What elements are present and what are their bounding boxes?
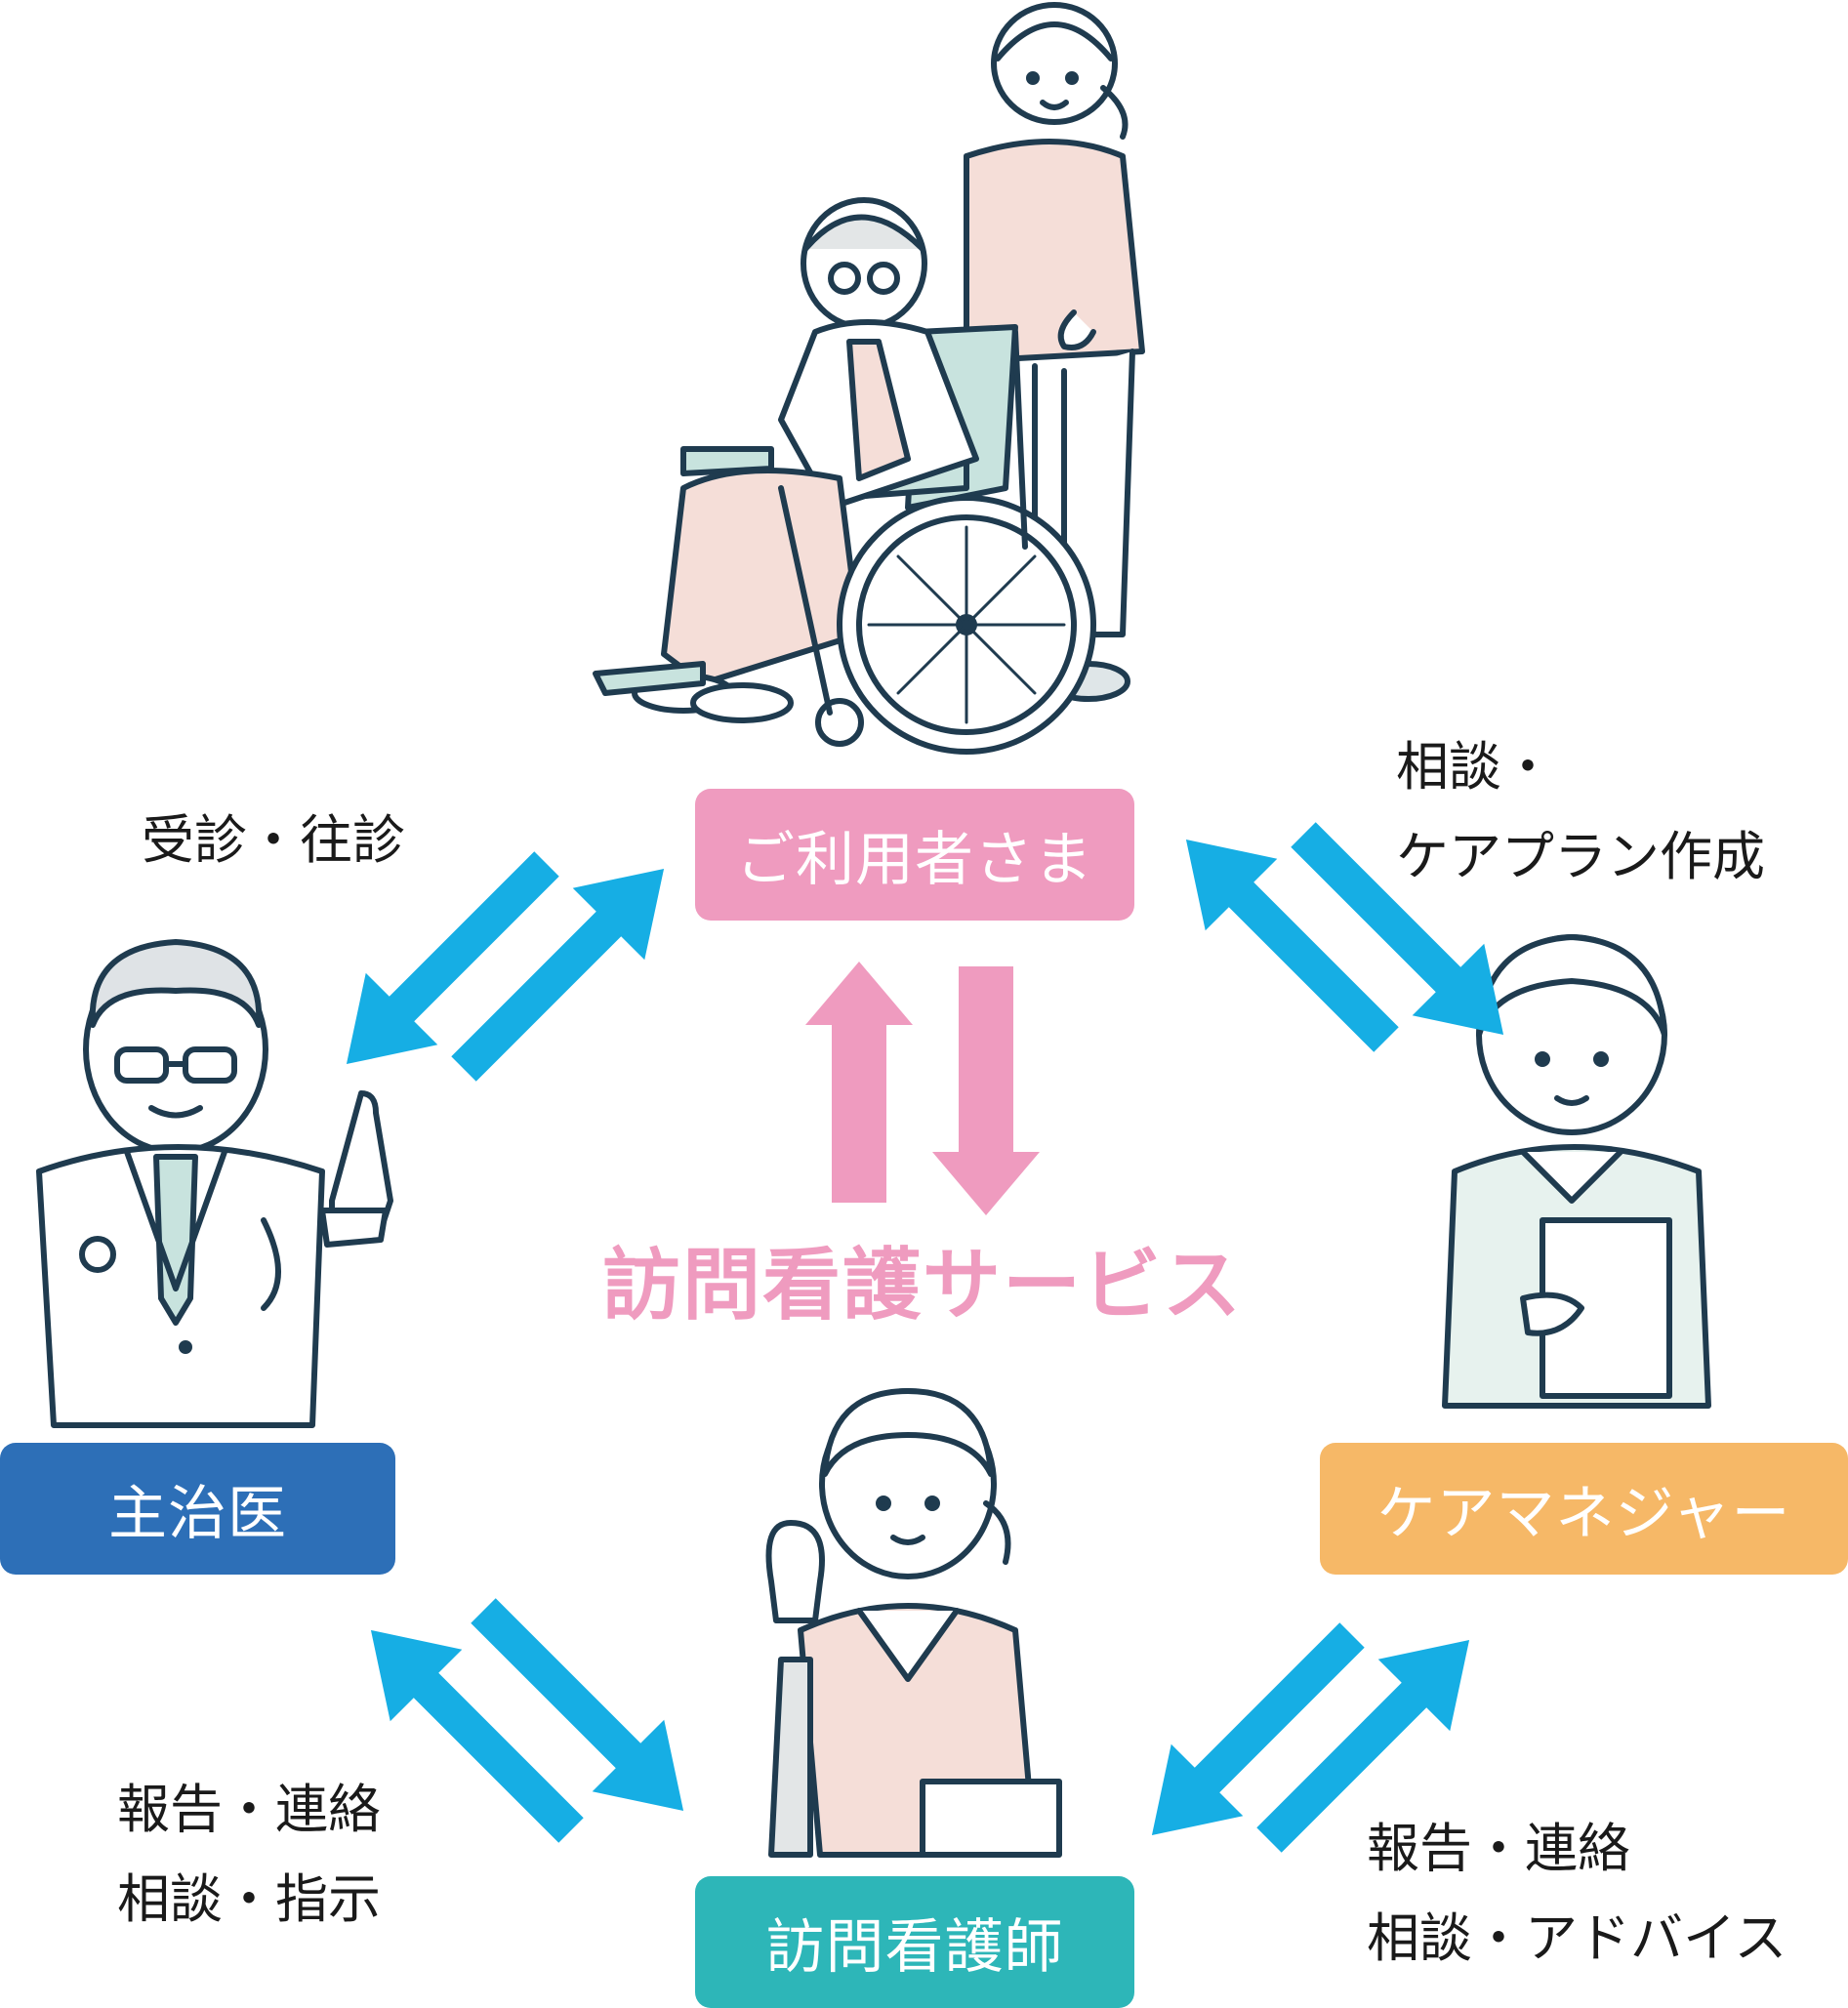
- node-nurse-label: 訪問看護師: [765, 1913, 1064, 1982]
- nurse-illustration: [765, 1388, 1062, 1858]
- arrow-down-pink: [932, 966, 1040, 1215]
- care-manager-illustration: [1442, 934, 1711, 1409]
- caption-line: 相談・アドバイス: [1367, 1907, 1787, 1969]
- node-care-manager: ケアマネジャー: [1320, 1443, 1848, 1575]
- caption-line: 受診・往診: [142, 809, 405, 871]
- center-arrows: [805, 962, 1040, 1215]
- node-doctor-label: 主治医: [108, 1480, 287, 1548]
- node-care-manager-label: ケアマネジャー: [1376, 1480, 1791, 1548]
- caption-doctor-nurse: 報告・連絡 相談・指示: [117, 1765, 381, 1945]
- caption-line: 相談・: [1396, 736, 1554, 798]
- doctor-illustration: [36, 939, 393, 1428]
- caption-nurse-care-manager: 報告・連絡 相談・アドバイス: [1367, 1804, 1786, 1984]
- center-service-label: 訪問看護サービス: [602, 1240, 1243, 1331]
- arrow-doctor-to-nurse: [447, 1575, 719, 1847]
- arrow-care-manager-to-nurse: [1116, 1599, 1388, 1871]
- caption-line: 報告・連絡: [117, 1779, 381, 1840]
- caption-line: ケアプラン作成: [1396, 826, 1765, 887]
- node-nurse: 訪問看護師: [695, 1876, 1134, 2008]
- arrow-doctor-to-user: [428, 833, 700, 1105]
- caption-line: 報告・連絡: [1367, 1818, 1630, 1879]
- arrow-care-manager-to-user: [1150, 803, 1422, 1076]
- arrows-doctor-nurse: [335, 1575, 719, 1866]
- arrow-up-pink: [805, 962, 913, 1203]
- node-doctor: 主治医: [0, 1443, 395, 1575]
- wheelchair-user-illustration: [593, 2, 1145, 755]
- center-service-title: 訪問看護サービス: [586, 1225, 1259, 1332]
- caption-doctor-user: 受診・往診: [142, 796, 405, 885]
- node-user-label: ご利用者さま: [736, 826, 1093, 894]
- node-user: ご利用者さま: [695, 789, 1134, 921]
- caption-line: 相談・指示: [117, 1868, 381, 1930]
- caption-user-care-manager: 相談・ ケアプラン作成: [1396, 722, 1765, 902]
